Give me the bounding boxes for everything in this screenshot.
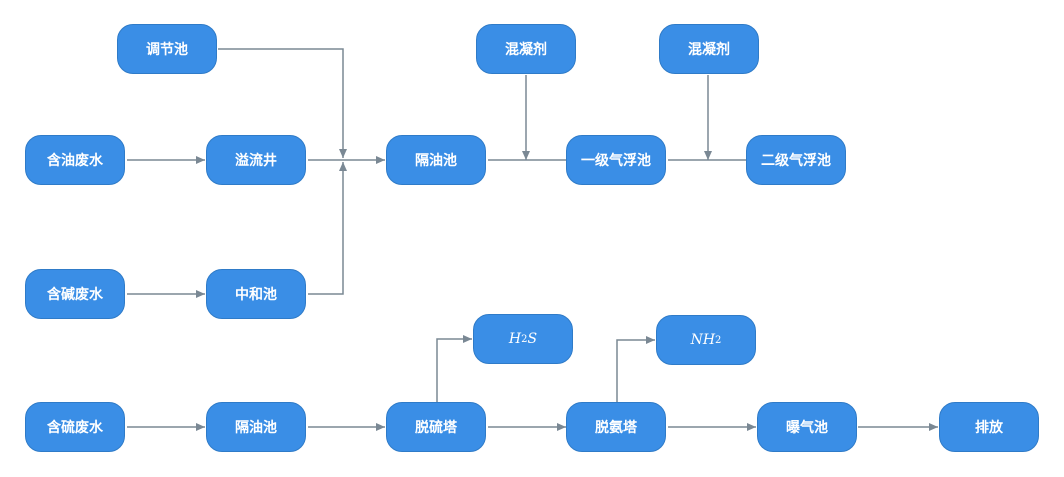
node-yiji-qifuchi: 一级气浮池 bbox=[566, 135, 666, 185]
node-tuoliuta: 脱硫塔 bbox=[386, 402, 486, 452]
node-erji-qifuchi: 二级气浮池 bbox=[746, 135, 846, 185]
node-tiaojiechi: 调节池 bbox=[117, 24, 217, 74]
h2s-tail: S bbox=[527, 331, 538, 347]
node-hunningji-1: 混凝剂 bbox=[476, 24, 576, 74]
node-hanjian-feishui: 含碱废水 bbox=[25, 269, 125, 319]
edge-zhonghechi-junction bbox=[308, 162, 347, 295]
h2s-base: H bbox=[508, 331, 522, 347]
node-geyouchi-2: 隔油池 bbox=[206, 402, 306, 452]
node-hanliu-feishui: 含硫废水 bbox=[25, 402, 125, 452]
edge-tiaojiechi-junction bbox=[218, 48, 347, 158]
node-puqichi: 曝气池 bbox=[757, 402, 857, 452]
node-paifang: 排放 bbox=[939, 402, 1039, 452]
node-hunningji-2: 混凝剂 bbox=[659, 24, 759, 74]
nh2-base: NH bbox=[690, 332, 716, 348]
node-geyouchi-1: 隔油池 bbox=[386, 135, 486, 185]
node-tuoanta: 脱氨塔 bbox=[566, 402, 666, 452]
edge-tuoliuta-h2s bbox=[436, 335, 472, 402]
nh2-sub: 2 bbox=[715, 334, 722, 346]
node-yiliujing: 溢流井 bbox=[206, 135, 306, 185]
edge-tuoanta-nh2 bbox=[616, 336, 655, 402]
node-hanyou-feishui: 含油废水 bbox=[25, 135, 125, 185]
h2s-sub: 2 bbox=[521, 333, 528, 345]
node-zhonghechi: 中和池 bbox=[206, 269, 306, 319]
